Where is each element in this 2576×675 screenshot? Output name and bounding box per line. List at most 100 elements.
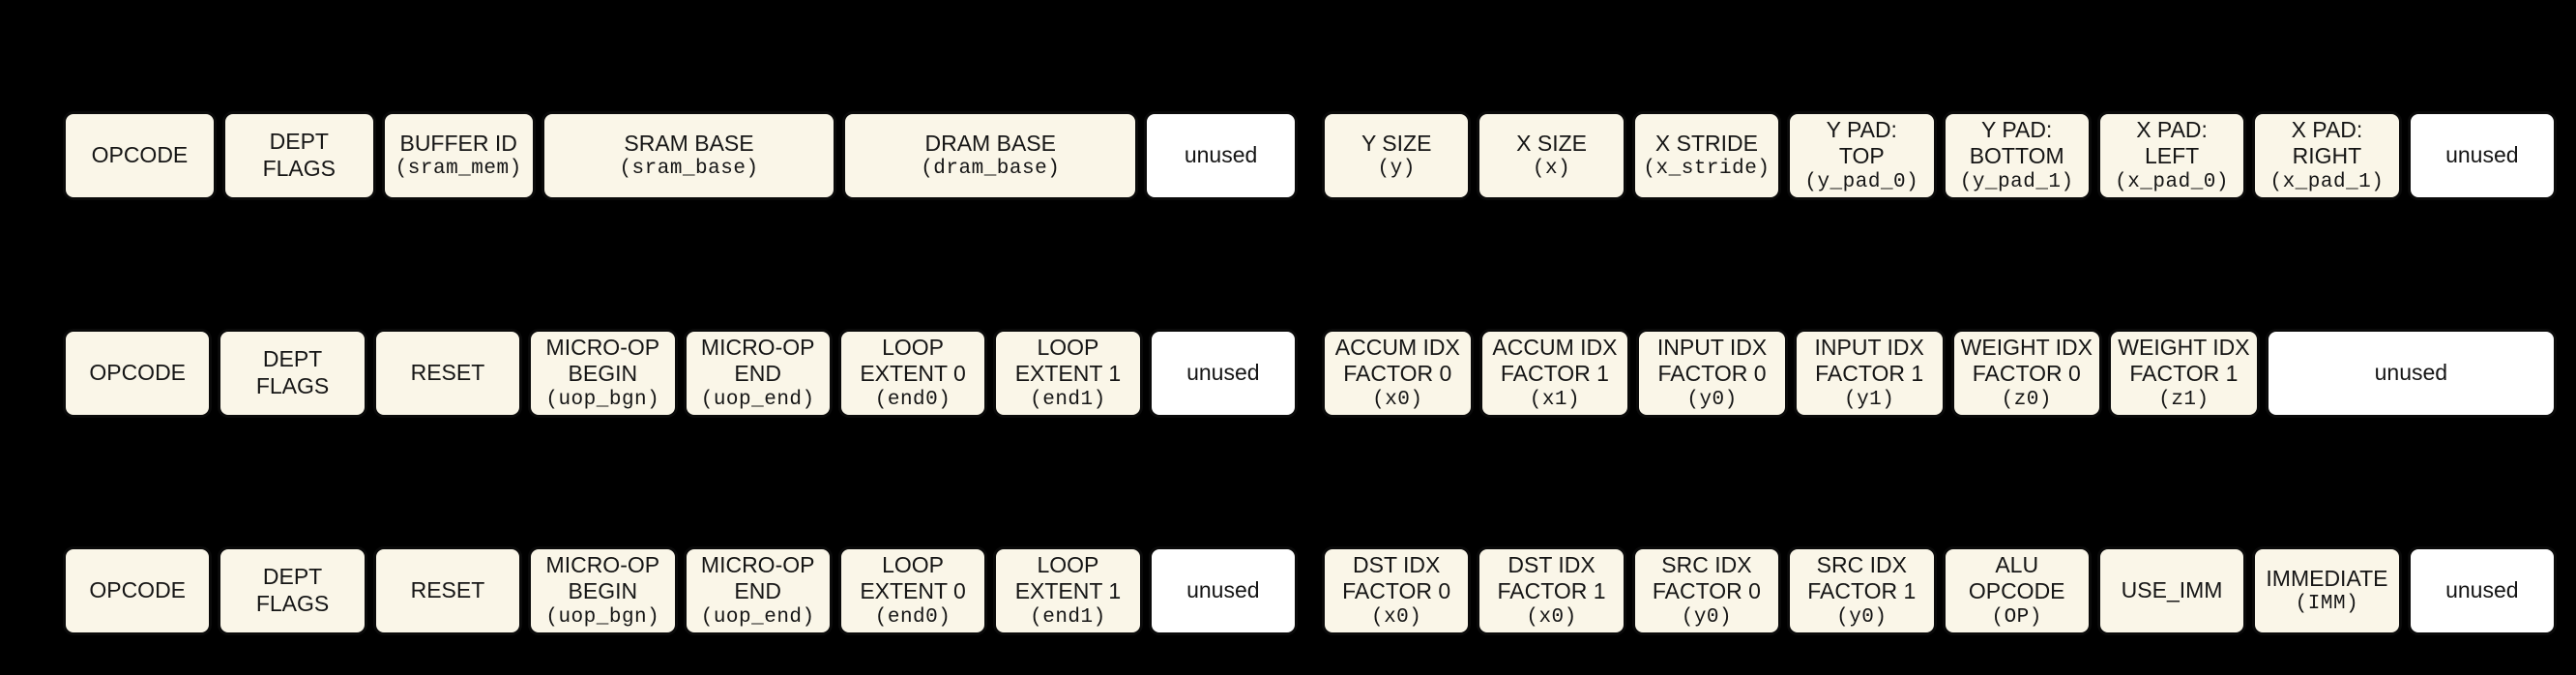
field-label: MICRO-OP (700, 551, 815, 577)
field-label: OPCODE (89, 577, 187, 603)
field-buffer-id: BUFFER ID(sram_mem) (381, 111, 536, 200)
field-label: FACTOR 1 (1500, 361, 1609, 387)
field-opcode: OPCODE (63, 329, 213, 418)
field-x-size: X SIZE(x) (1477, 111, 1626, 200)
field-label: USE_IMM (2121, 577, 2223, 603)
field-unused: unused (2407, 546, 2557, 635)
field-label: OPCODE (91, 142, 189, 168)
field-opcode: OPCODE (63, 546, 213, 635)
field-label: unused (1186, 577, 1260, 603)
field-code-label: (sram_mem) (395, 158, 522, 181)
field-label: FACTOR 0 (1343, 361, 1452, 387)
field-sram-base: SRAM BASE(sram_base) (541, 111, 837, 200)
field-label: FACTOR 0 (1652, 578, 1761, 604)
field-label: FACTOR 1 (1815, 361, 1924, 387)
field-label: FACTOR 1 (1807, 578, 1917, 604)
field-label: WEIGHT IDX (1960, 334, 2093, 360)
instruction-row-1-segment-2: Y SIZE(y)X SIZE(x)X STRIDE(x_stride)Y PA… (1322, 111, 2557, 200)
field-label: EXTENT 0 (860, 361, 966, 387)
field-code-label: (x0) (1372, 389, 1423, 411)
field-unused: unused (1148, 329, 1298, 418)
field-unused: unused (1148, 546, 1298, 635)
field-code-label: (y_pad_1) (1959, 171, 2074, 193)
field-y-pad-bottom: Y PAD:BOTTOM(y_pad_1) (1942, 111, 2092, 200)
field-code-label: (x0) (1370, 606, 1422, 629)
field-code-label: (OP) (1991, 606, 2042, 629)
field-label: TOP (1838, 143, 1885, 169)
field-label: SRAM BASE (624, 130, 754, 156)
field-code-label: (y_pad_0) (1804, 171, 1919, 193)
field-code-label: (x_stride) (1643, 158, 1771, 181)
field-label: DEPT (262, 564, 323, 590)
field-label: EXTENT 1 (1014, 578, 1122, 604)
field-reset: RESET (372, 546, 523, 635)
field-label: LOOP (882, 551, 945, 577)
field-code-label: (x) (1532, 158, 1571, 181)
field-label: unused (1184, 142, 1258, 168)
field-label: X PAD: (2136, 116, 2208, 142)
field-label: END (734, 361, 781, 387)
field-label: Y PAD: (1981, 116, 2053, 142)
field-label: IMMEDIATE (2266, 565, 2388, 591)
field-code-label: (x1) (1529, 389, 1581, 411)
field-code-label: (end0) (874, 606, 951, 629)
field-label: OPCODE (1968, 578, 2065, 604)
field-label: FACTOR 0 (1342, 578, 1451, 604)
field-code-label: (sram_base) (619, 158, 759, 181)
field-code-label: (end1) (1030, 389, 1106, 411)
field-label: MICRO-OP (700, 334, 815, 360)
field-label: LOOP (1037, 551, 1099, 577)
field-label: FLAGS (255, 591, 330, 616)
field-label: ACCUM IDX (1334, 334, 1460, 360)
field-label: BUFFER ID (399, 130, 517, 156)
field-code-label: (y0) (1686, 389, 1738, 411)
field-label: unused (1186, 360, 1260, 386)
field-code-label: (z0) (2001, 389, 2053, 411)
field-label: INPUT IDX (1656, 334, 1768, 360)
field-label: unused (2445, 577, 2519, 603)
field-label: DEPT (262, 346, 323, 372)
field-code-label: (x0) (1526, 606, 1577, 629)
field-label: unused (2445, 142, 2519, 168)
field-label: X PAD: (2291, 116, 2363, 142)
field-label: MICRO-OP (545, 551, 660, 577)
field-x-pad-left: X PAD:LEFT(x_pad_0) (2096, 111, 2247, 200)
field-label: X STRIDE (1654, 130, 1758, 156)
field-unused: unused (2407, 111, 2557, 200)
field-label: FACTOR 0 (1972, 361, 2081, 387)
field-label: FACTOR 1 (2129, 361, 2239, 387)
field-label: RESET (410, 577, 485, 603)
field-label: LEFT (2144, 143, 2200, 169)
field-code-label: (end1) (1030, 606, 1106, 629)
field-opcode: OPCODE (63, 111, 217, 200)
field-label: END (734, 578, 781, 604)
field-label: RIGHT (2292, 143, 2362, 169)
field-code-label: (y0) (1681, 606, 1733, 629)
field-label: Y SIZE (1361, 130, 1432, 156)
field-label: OPCODE (89, 360, 187, 386)
field-code-label: (IMM) (2295, 593, 2359, 616)
field-x-pad-right: X PAD:RIGHT(x_pad_1) (2252, 111, 2402, 200)
